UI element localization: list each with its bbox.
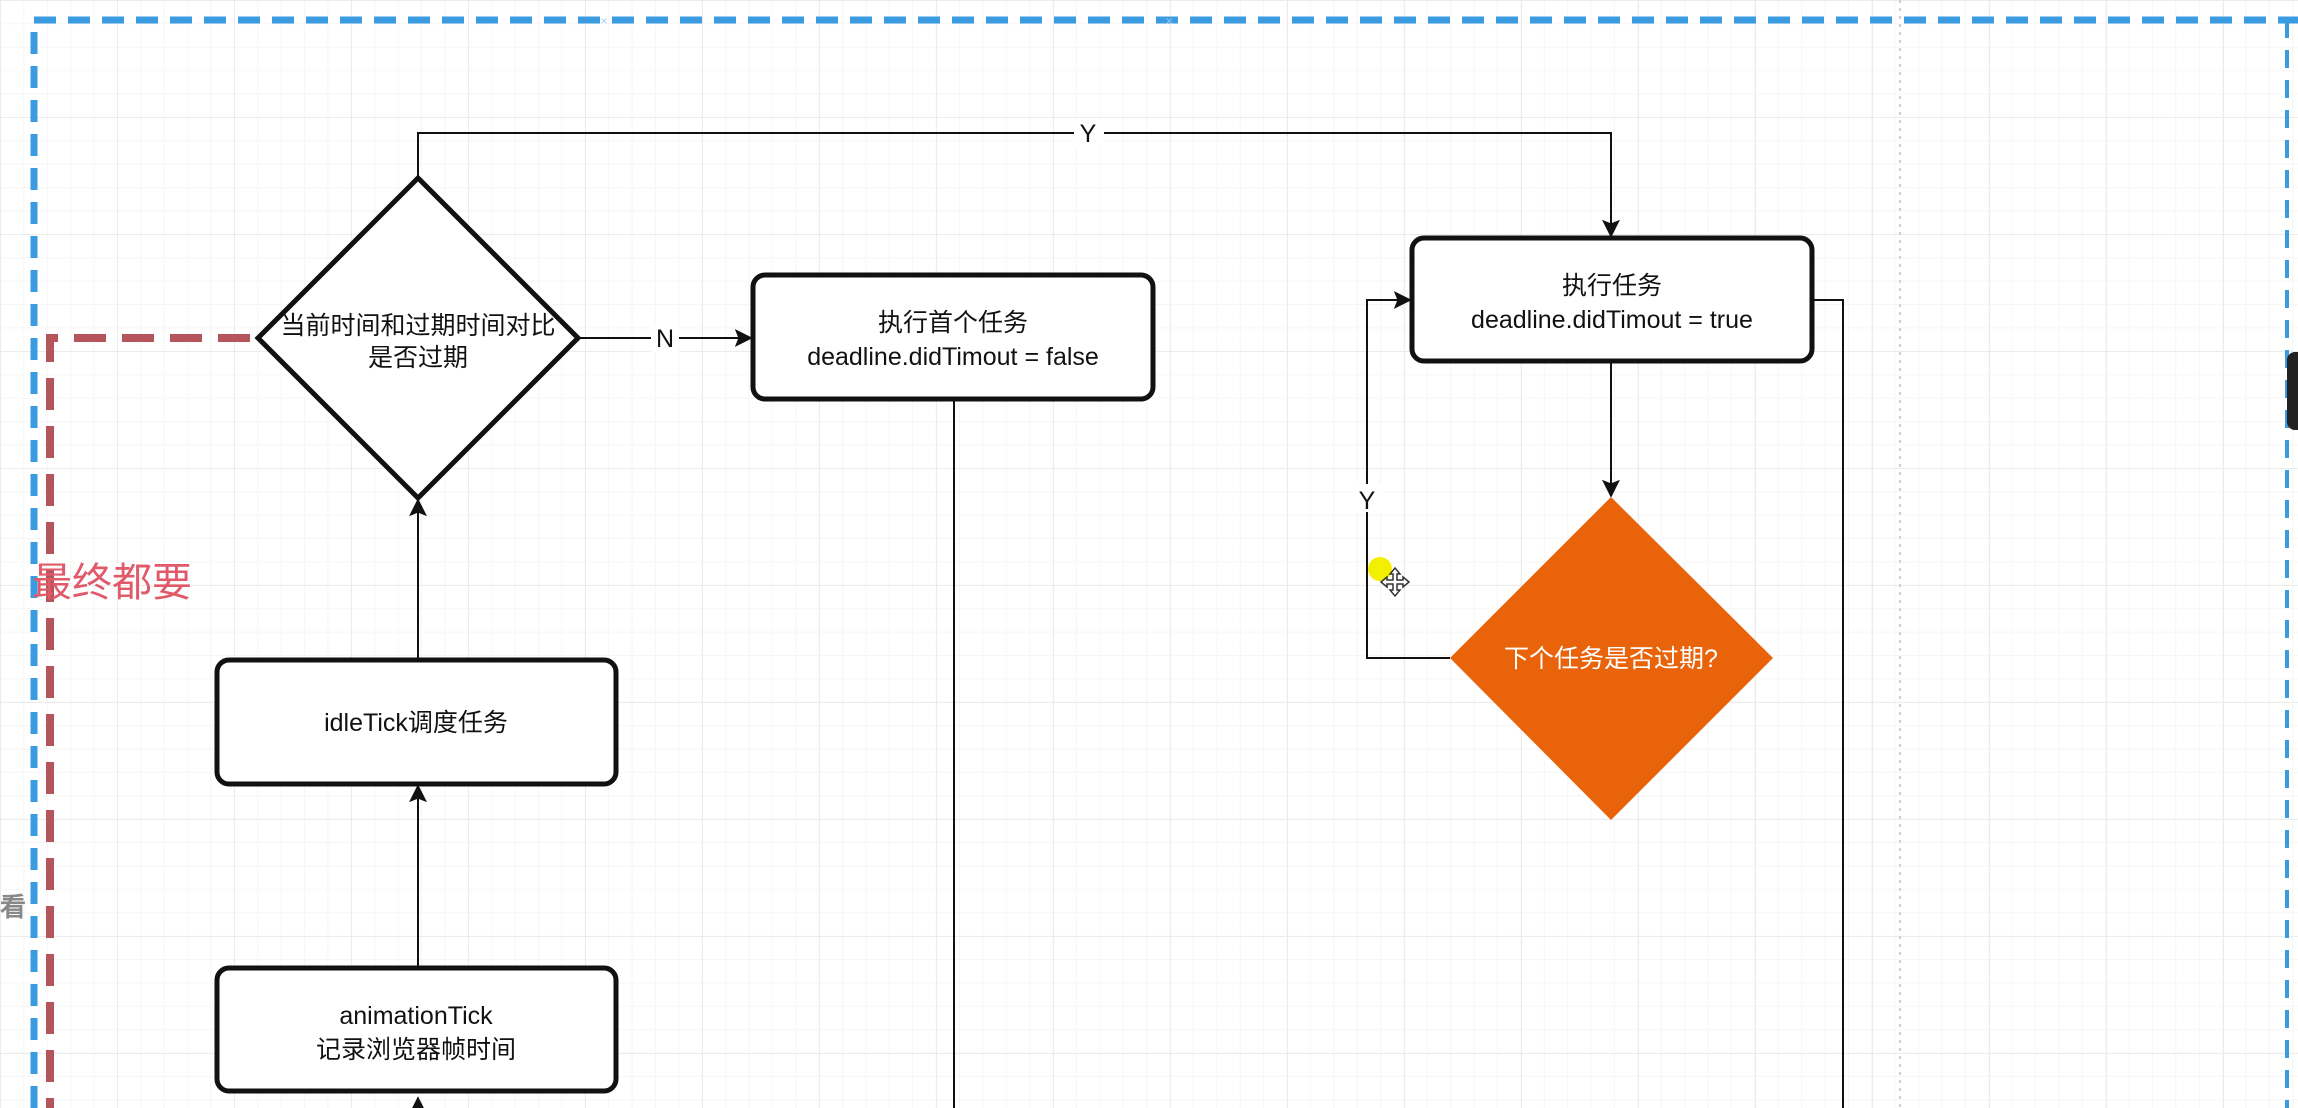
run-first-line1: 执行首个任务 xyxy=(878,309,1028,337)
edge-label-yes-top: Y xyxy=(1080,120,1097,148)
run-first-task-node[interactable]: 执行首个任务 deadline.didTimout = false xyxy=(750,272,1156,402)
next-expired-label: 下个任务是否过期? xyxy=(1504,645,1718,673)
run-task-node[interactable]: 执行任务 deadline.didTimout = true xyxy=(1409,235,1815,364)
idle-tick-node[interactable]: idleTick调度任务 xyxy=(214,657,619,787)
run-task-line1: 执行任务 xyxy=(1562,272,1662,300)
inner-frame[interactable] xyxy=(46,334,250,1108)
next-expired-node[interactable]: 下个任务是否过期? xyxy=(1450,497,1773,820)
edge-yes-top[interactable] xyxy=(417,132,1620,238)
outer-frame[interactable]: × × xyxy=(30,16,2298,1108)
note-label[interactable]: 最终都要 xyxy=(32,561,192,605)
side-label: 看 xyxy=(0,892,26,922)
frame-handle-icon[interactable]: × xyxy=(1165,16,1173,27)
idle-tick-label: idleTick调度任务 xyxy=(324,709,508,737)
run-first-line2: deadline.didTimout = false xyxy=(807,343,1099,371)
run-task-line2: deadline.didTimout = true xyxy=(1471,306,1753,334)
frame-handle-icon[interactable]: × xyxy=(600,16,608,27)
move-cursor-icon xyxy=(1368,557,1411,598)
decision-expire-line1: 当前时间和过期时间对比 xyxy=(280,312,555,340)
animation-tick-node[interactable]: animationTick 记录浏览器帧时间 xyxy=(214,965,619,1094)
edge-yes-loop[interactable] xyxy=(1366,291,1450,659)
decision-expire-node[interactable]: 当前时间和过期时间对比 是否过期 xyxy=(254,174,582,502)
edge-run-task-right[interactable] xyxy=(1813,299,1844,1108)
edge-label-no: N xyxy=(656,325,674,353)
decision-expire-line2: 是否过期 xyxy=(368,344,468,372)
side-panel-tab[interactable] xyxy=(2287,352,2298,430)
edges xyxy=(409,132,1844,1108)
edge-label-yes-loop: Y xyxy=(1359,487,1376,515)
edge-labels: Y N Y xyxy=(651,119,1382,515)
animation-tick-line1: animationTick xyxy=(339,1002,493,1030)
animation-tick-line2: 记录浏览器帧时间 xyxy=(316,1036,516,1064)
